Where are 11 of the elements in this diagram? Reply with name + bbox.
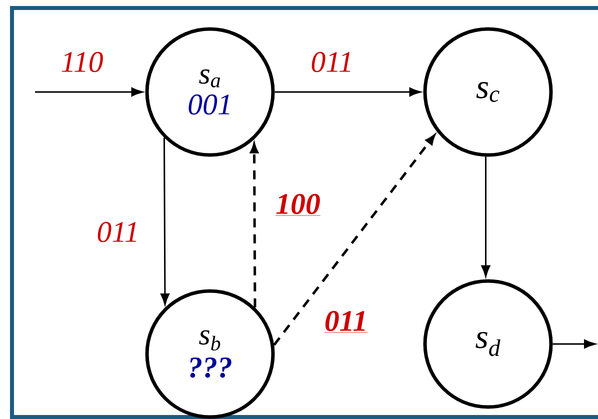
edge-label: 011 <box>323 310 369 334</box>
edge-label: 011 <box>310 50 354 74</box>
arrow <box>552 340 596 348</box>
edge-label: 011 <box>96 220 140 244</box>
edge-label: 110 <box>60 50 104 74</box>
arrow <box>273 134 435 346</box>
arrow <box>35 88 143 96</box>
arrow <box>160 138 170 305</box>
edge-label: 100 <box>274 192 322 218</box>
arrow <box>274 88 421 96</box>
arrow <box>481 156 490 277</box>
